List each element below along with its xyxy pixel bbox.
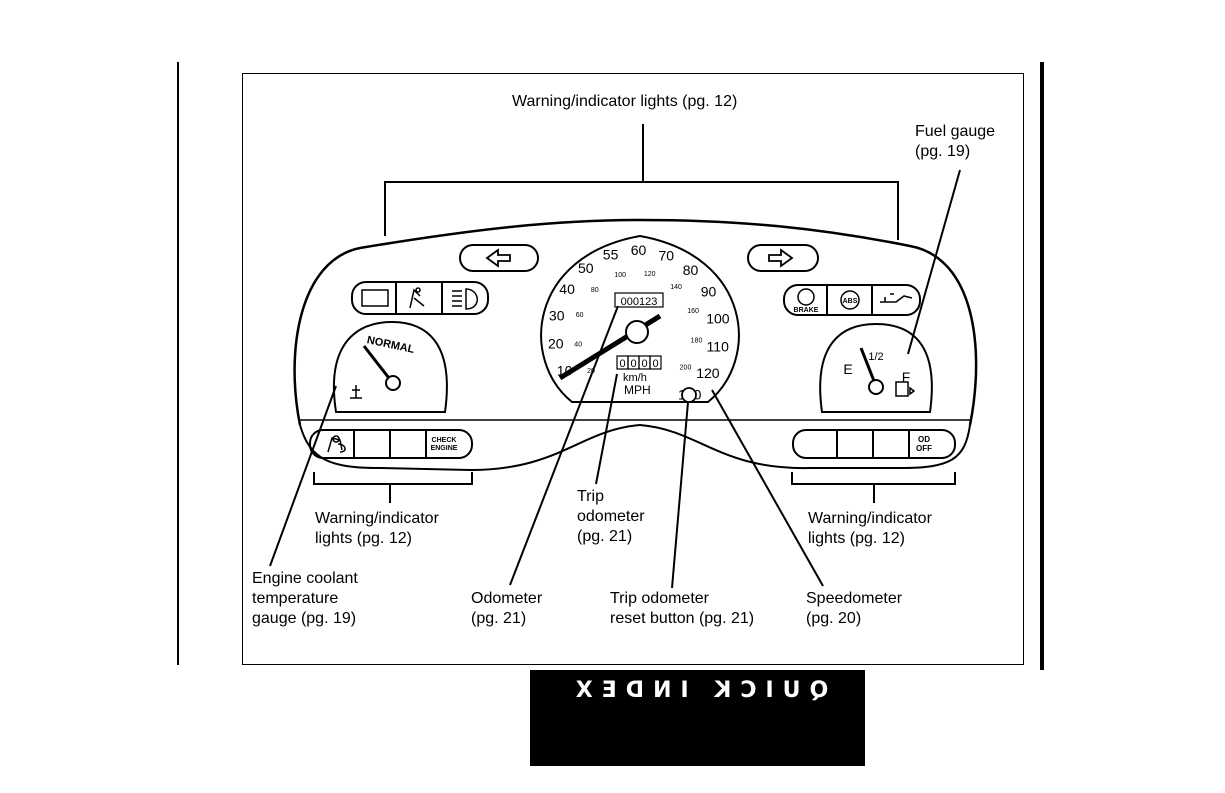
cluster-housing [293, 218, 978, 426]
mph-tick-labels: 10203040505560708090100110120130 [548, 242, 730, 403]
fuel-pump-icon [895, 381, 916, 397]
temperature-needle [362, 345, 394, 383]
temperature-gauge-face [333, 320, 448, 413]
kmh-tick-label: 180 [691, 337, 703, 344]
callout-odometer: Odometer (pg. 21) [471, 590, 543, 627]
headlight-icon [452, 288, 478, 310]
kmh-tick-label: 200 [680, 365, 692, 372]
speedometer-leader [711, 389, 824, 587]
odometer-window [614, 292, 664, 308]
right-margin-rule [1040, 62, 1044, 670]
trip-digit: 0 [652, 358, 658, 370]
trip-reset-leader [671, 401, 689, 589]
kmh-tick-label: 120 [644, 271, 656, 278]
callout-fuel-gauge: Fuel gauge (pg. 19) [915, 123, 996, 160]
quick-index-label: QUICK INDEX [566, 678, 829, 703]
fuel-empty-label: E [843, 361, 852, 377]
brake-label: BRAKE [794, 307, 819, 314]
abs-label: ABS [843, 298, 858, 305]
temperature-normal-label: NORMAL [366, 334, 416, 356]
mph-tick-label: 120 [696, 365, 720, 381]
kmh-tick-label: 140 [670, 284, 682, 291]
top-bracket [384, 124, 899, 240]
kmh-tick-labels: 20 40 60 80 100 120 140 160 180 200 [574, 271, 702, 375]
mph-tick-label: 20 [548, 336, 564, 352]
mph-tick-label: 30 [549, 307, 565, 323]
bottom-left-bracket [313, 472, 473, 503]
mph-tick-label: 110 [707, 339, 730, 355]
mph-tick-label: 60 [631, 242, 647, 258]
top-left-warning-lights [351, 281, 489, 315]
trip-digit-box [649, 355, 662, 370]
coolant-leader [269, 385, 337, 567]
mph-tick-label: 55 [603, 246, 619, 262]
kmh-tick-label: 40 [574, 342, 582, 349]
abs-icon [840, 290, 860, 310]
trip-odometer-leader [595, 373, 618, 485]
odometer-value: 000123 [621, 296, 658, 308]
trip-digit: 0 [619, 358, 625, 370]
quick-index-tab[interactable]: QUICK INDEX [530, 670, 865, 766]
callout-speedometer: Speedometer (pg. 20) [806, 590, 903, 627]
callout-warning-lights-left: Warning/indicator lights (pg. 12) [315, 510, 439, 547]
battery-icon [361, 289, 389, 307]
fuel-half-label: 1/2 [868, 351, 883, 363]
trip-digit: 0 [630, 358, 636, 370]
bottom-right-bracket [791, 472, 956, 503]
cluster-lower-housing [299, 423, 971, 472]
mph-tick-label: 90 [701, 284, 717, 300]
trip-digit: 0 [641, 358, 647, 370]
unit-kmh: km/h [623, 372, 647, 384]
airbag-icon [327, 435, 346, 453]
mph-tick-label: 40 [559, 281, 575, 297]
kmh-tick-label: 20 [587, 368, 595, 375]
diagram-frame [242, 73, 1024, 665]
left-arrow-icon [485, 248, 511, 268]
callout-warning-lights-top: Warning/indicator lights (pg. 12) [512, 93, 738, 110]
callout-trip-reset: Trip odometer reset button (pg. 21) [610, 590, 755, 627]
callout-engine-coolant: Engine coolant temperature gauge (pg. 19… [252, 570, 358, 627]
fuel-gauge-face [819, 322, 933, 413]
oil-pressure-icon [880, 293, 913, 303]
kmh-tick-label: 80 [591, 287, 599, 294]
kmh-tick-label: 160 [687, 308, 699, 315]
speedometer-hub [625, 320, 649, 344]
coolant-icon [350, 385, 362, 399]
callout-trip-odometer: Trip odometer (pg. 21) [577, 488, 645, 545]
trip-reset-button[interactable] [681, 387, 697, 403]
callout-warning-lights-right: Warning/indicator lights (pg. 12) [808, 510, 932, 547]
fuel-full-label: F [902, 369, 911, 385]
left-turn-indicator [459, 244, 539, 272]
speedometer-face [540, 234, 740, 403]
kmh-tick-label: 60 [576, 312, 584, 319]
left-margin-rule [177, 62, 179, 665]
seatbelt-icon [409, 287, 425, 309]
fuel-gauge-leader [907, 169, 961, 355]
kmh-tick-label: 100 [614, 272, 626, 279]
mph-tick-label: 100 [706, 310, 730, 326]
mph-tick-label: 70 [659, 247, 675, 263]
right-turn-indicator [747, 244, 819, 272]
mph-tick-label: 80 [683, 262, 699, 278]
mph-tick-label: 50 [578, 260, 594, 276]
top-right-warning-lights [783, 284, 921, 316]
brake-icon [797, 288, 815, 306]
odometer-leader [509, 305, 619, 586]
right-arrow-icon [768, 248, 794, 268]
unit-mph: MPH [624, 383, 651, 397]
